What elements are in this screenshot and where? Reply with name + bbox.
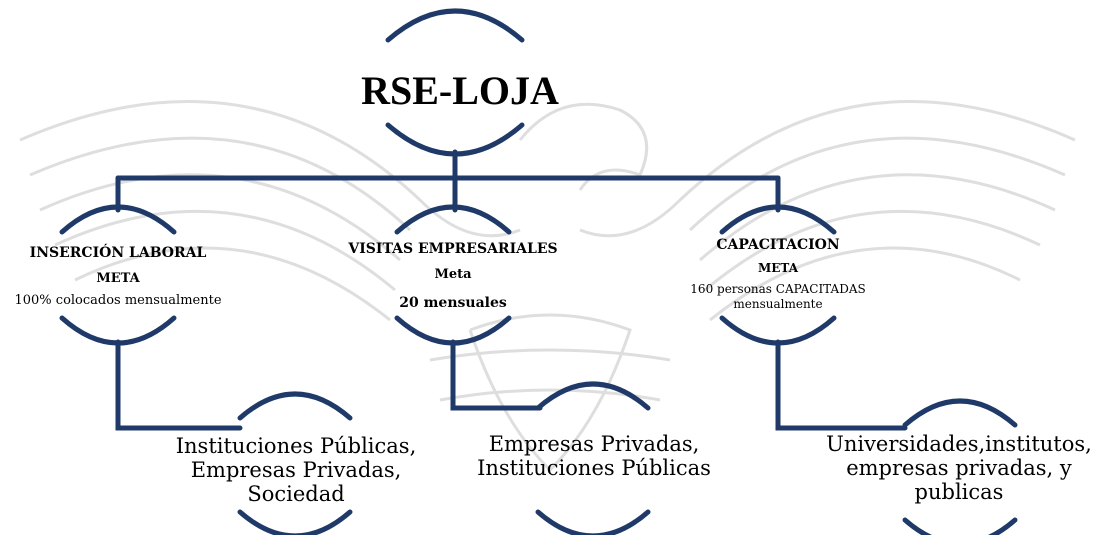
leaf-capacitacion-line1: Universidades,institutos, [826, 432, 1092, 456]
capacitacion-arc-top [719, 204, 837, 235]
branch-title-visitas: VISITAS EMPRESARIALES [348, 241, 558, 257]
branch-title-capacitacion: CAPACITACION [716, 237, 840, 253]
leaf1-arc-bottom [237, 509, 353, 535]
leaf-capacitacion-line3: publicas [914, 480, 1004, 504]
leaf-insercion-line2: Empresas Privadas, [190, 458, 402, 482]
leaf-capacitacion-line2: empresas privadas, y [846, 456, 1072, 480]
leaf-insercion-line3: Sociedad [247, 482, 345, 506]
insercion-arc-bottom [59, 315, 177, 346]
leaf1-arc-top [237, 391, 353, 421]
leaf3-arc-bottom [902, 517, 1018, 535]
branch-meta-visitas: Meta [434, 267, 472, 282]
branch-meta-insercion: META [96, 271, 140, 286]
branch-goal-visitas: 20 mensuales [399, 295, 507, 311]
connector-capacitacion-leaf [775, 339, 908, 431]
capacitacion-arc-bottom [719, 315, 837, 346]
branch-goal-capacitacion-line1: 160 personas CAPACITADAS [690, 282, 866, 296]
insercion-arc-top [59, 204, 177, 235]
root-title: RSE-LOJA [361, 68, 559, 113]
leaf2-arc-top [535, 381, 651, 411]
visitas-arc-bottom [394, 315, 512, 346]
branch-title-insercion: INSERCIÓN LABORAL [29, 245, 207, 261]
branch-goal-insercion: 100% colocados mensualmente [14, 293, 222, 308]
leaf3-arc-top [902, 398, 1018, 428]
leaf-visitas-line1: Empresas Privadas, [488, 432, 700, 456]
leaf2-arc-bottom [535, 509, 651, 535]
root-arc-top [385, 8, 525, 43]
connector-visitas-leaf [450, 339, 543, 411]
branch-goal-capacitacion-line2: mensualmente [733, 297, 823, 311]
leaf-insercion-line1: Instituciones Públicas, [175, 434, 417, 458]
branch-meta-capacitacion: META [757, 261, 798, 275]
visitas-arc-top [394, 204, 512, 235]
connector-insercion-leaf [115, 339, 243, 431]
leaf-visitas-line2: Instituciones Públicas [477, 456, 711, 480]
